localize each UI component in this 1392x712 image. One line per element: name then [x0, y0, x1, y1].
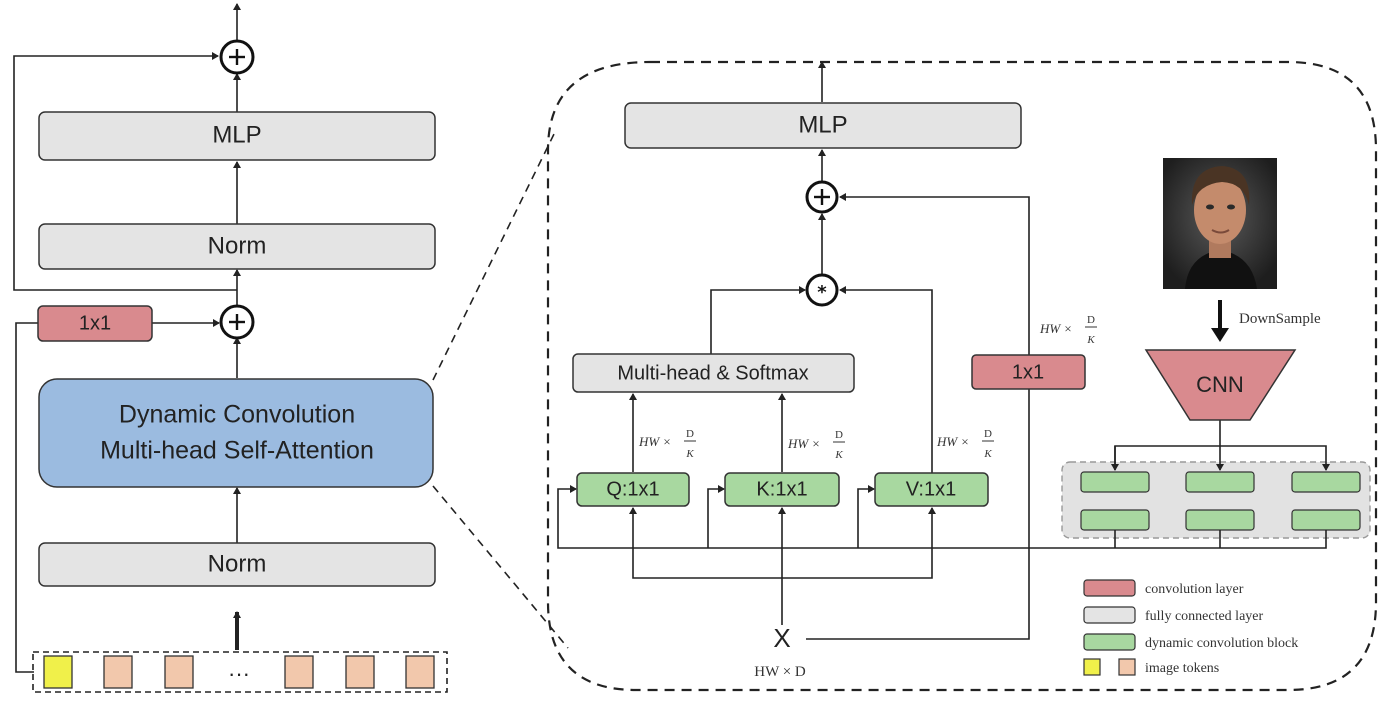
legend-swatch-fc: [1083, 606, 1136, 624]
legend-swatch-dyn: [1083, 633, 1136, 651]
zoom-line-bottom: [432, 485, 569, 649]
left-conv-1x1-box: [37, 305, 153, 342]
right-conv-1x1-box: [971, 354, 1086, 390]
left-norm-top-box: [38, 223, 436, 270]
dim-label-q: HW × D K: [638, 428, 696, 460]
token: [405, 655, 435, 689]
left-mlp-label: MLP: [212, 121, 261, 148]
downsample-label: DownSample: [1239, 311, 1321, 327]
dim-label-v: HW × D K: [936, 428, 994, 460]
dim-k-text: K: [834, 449, 843, 461]
token: [164, 655, 194, 689]
dim-label-conv: HW × D K: [1039, 314, 1097, 346]
token: [284, 655, 314, 689]
left-mlp-box: [38, 111, 436, 161]
attention-label-line1: Dynamic Convolution: [119, 401, 355, 429]
value-conv-box: [874, 472, 989, 507]
zoom-line-top: [432, 129, 557, 381]
value-label: V:1x1: [906, 478, 956, 500]
right-mlp-label: MLP: [798, 111, 847, 138]
left-conv-1x1-label: 1x1: [79, 312, 111, 334]
dim-label-k: HW × D K: [787, 429, 845, 461]
key-label: K:1x1: [756, 478, 807, 500]
dynamic-weight-block: [1185, 509, 1255, 531]
image-tokens: ···: [32, 651, 448, 693]
dim-k-text: K: [983, 448, 992, 460]
key-conv-box: [724, 472, 840, 507]
legend-label-fc: fully connected layer: [1145, 609, 1264, 624]
multiply-symbol: *: [817, 282, 827, 303]
attention-label-line2: Multi-head Self-Attention: [100, 437, 374, 465]
input-dim-label: HW × D: [754, 664, 806, 680]
right-multiply-icon: *: [805, 273, 839, 307]
attention-detail-panel: MLP * Multi-head & Softmax 1x1: [546, 60, 1378, 692]
softmax-box: [572, 353, 855, 393]
legend-label-dyn: dynamic convolution block: [1145, 636, 1298, 651]
query-label: Q:1x1: [606, 478, 659, 500]
left-norm-top-label: Norm: [208, 232, 267, 259]
token: [103, 655, 133, 689]
dim-hw-text: HW ×: [1039, 321, 1072, 336]
left-norm-bottom-label: Norm: [208, 550, 267, 577]
token-yellow: [43, 655, 73, 689]
legend-label-tokens: image tokens: [1145, 661, 1219, 676]
legend-swatch-token-peach: [1118, 658, 1136, 676]
dynamic-weight-block: [1080, 471, 1150, 493]
token: [345, 655, 375, 689]
right-add-icon: [805, 180, 839, 214]
right-conv-1x1-label: 1x1: [1012, 361, 1044, 383]
face-photo: [1163, 158, 1277, 289]
dim-k-text: K: [1086, 334, 1095, 346]
dim-hw-text: HW ×: [936, 434, 969, 449]
dim-d-text: D: [1087, 314, 1095, 326]
dim-d-text: D: [835, 429, 843, 441]
legend-swatch-token-yellow: [1083, 658, 1101, 676]
left-add-middle-icon: [219, 304, 255, 340]
right-mlp-box: [624, 102, 1022, 149]
dynamic-weight-block: [1080, 509, 1150, 531]
query-conv-box: [576, 472, 690, 507]
cnn-trapezoid: [1144, 349, 1297, 421]
dim-d-text: D: [686, 428, 694, 440]
tokens-ellipsis: ···: [228, 661, 250, 686]
left-encoder-block: MLP Norm 1x1 Dynamic Convolution Multi-h…: [13, 3, 448, 693]
cnn-label: CNN: [1196, 372, 1244, 397]
left-add-top-icon: [219, 39, 255, 75]
legend: convolution layer fully connected layer …: [1083, 579, 1298, 676]
softmax-label: Multi-head & Softmax: [617, 362, 808, 384]
dynamic-weight-blocks: [1080, 471, 1361, 531]
legend-swatch-conv: [1083, 579, 1136, 597]
input-x-label: X: [773, 623, 790, 653]
dynamic-conv-attention-box: [38, 378, 434, 488]
dim-d-text: D: [984, 428, 992, 440]
dim-hw-text: HW ×: [638, 434, 671, 449]
detail-panel-border: [546, 60, 1378, 692]
dim-hw-text: HW ×: [787, 436, 820, 451]
dynamic-weight-block: [1185, 471, 1255, 493]
dynamic-weight-block: [1291, 471, 1361, 493]
dim-k-text: K: [685, 448, 694, 460]
legend-label-conv: convolution layer: [1145, 582, 1244, 597]
left-norm-bottom-box: [38, 542, 436, 587]
dynamic-weight-block: [1291, 509, 1361, 531]
